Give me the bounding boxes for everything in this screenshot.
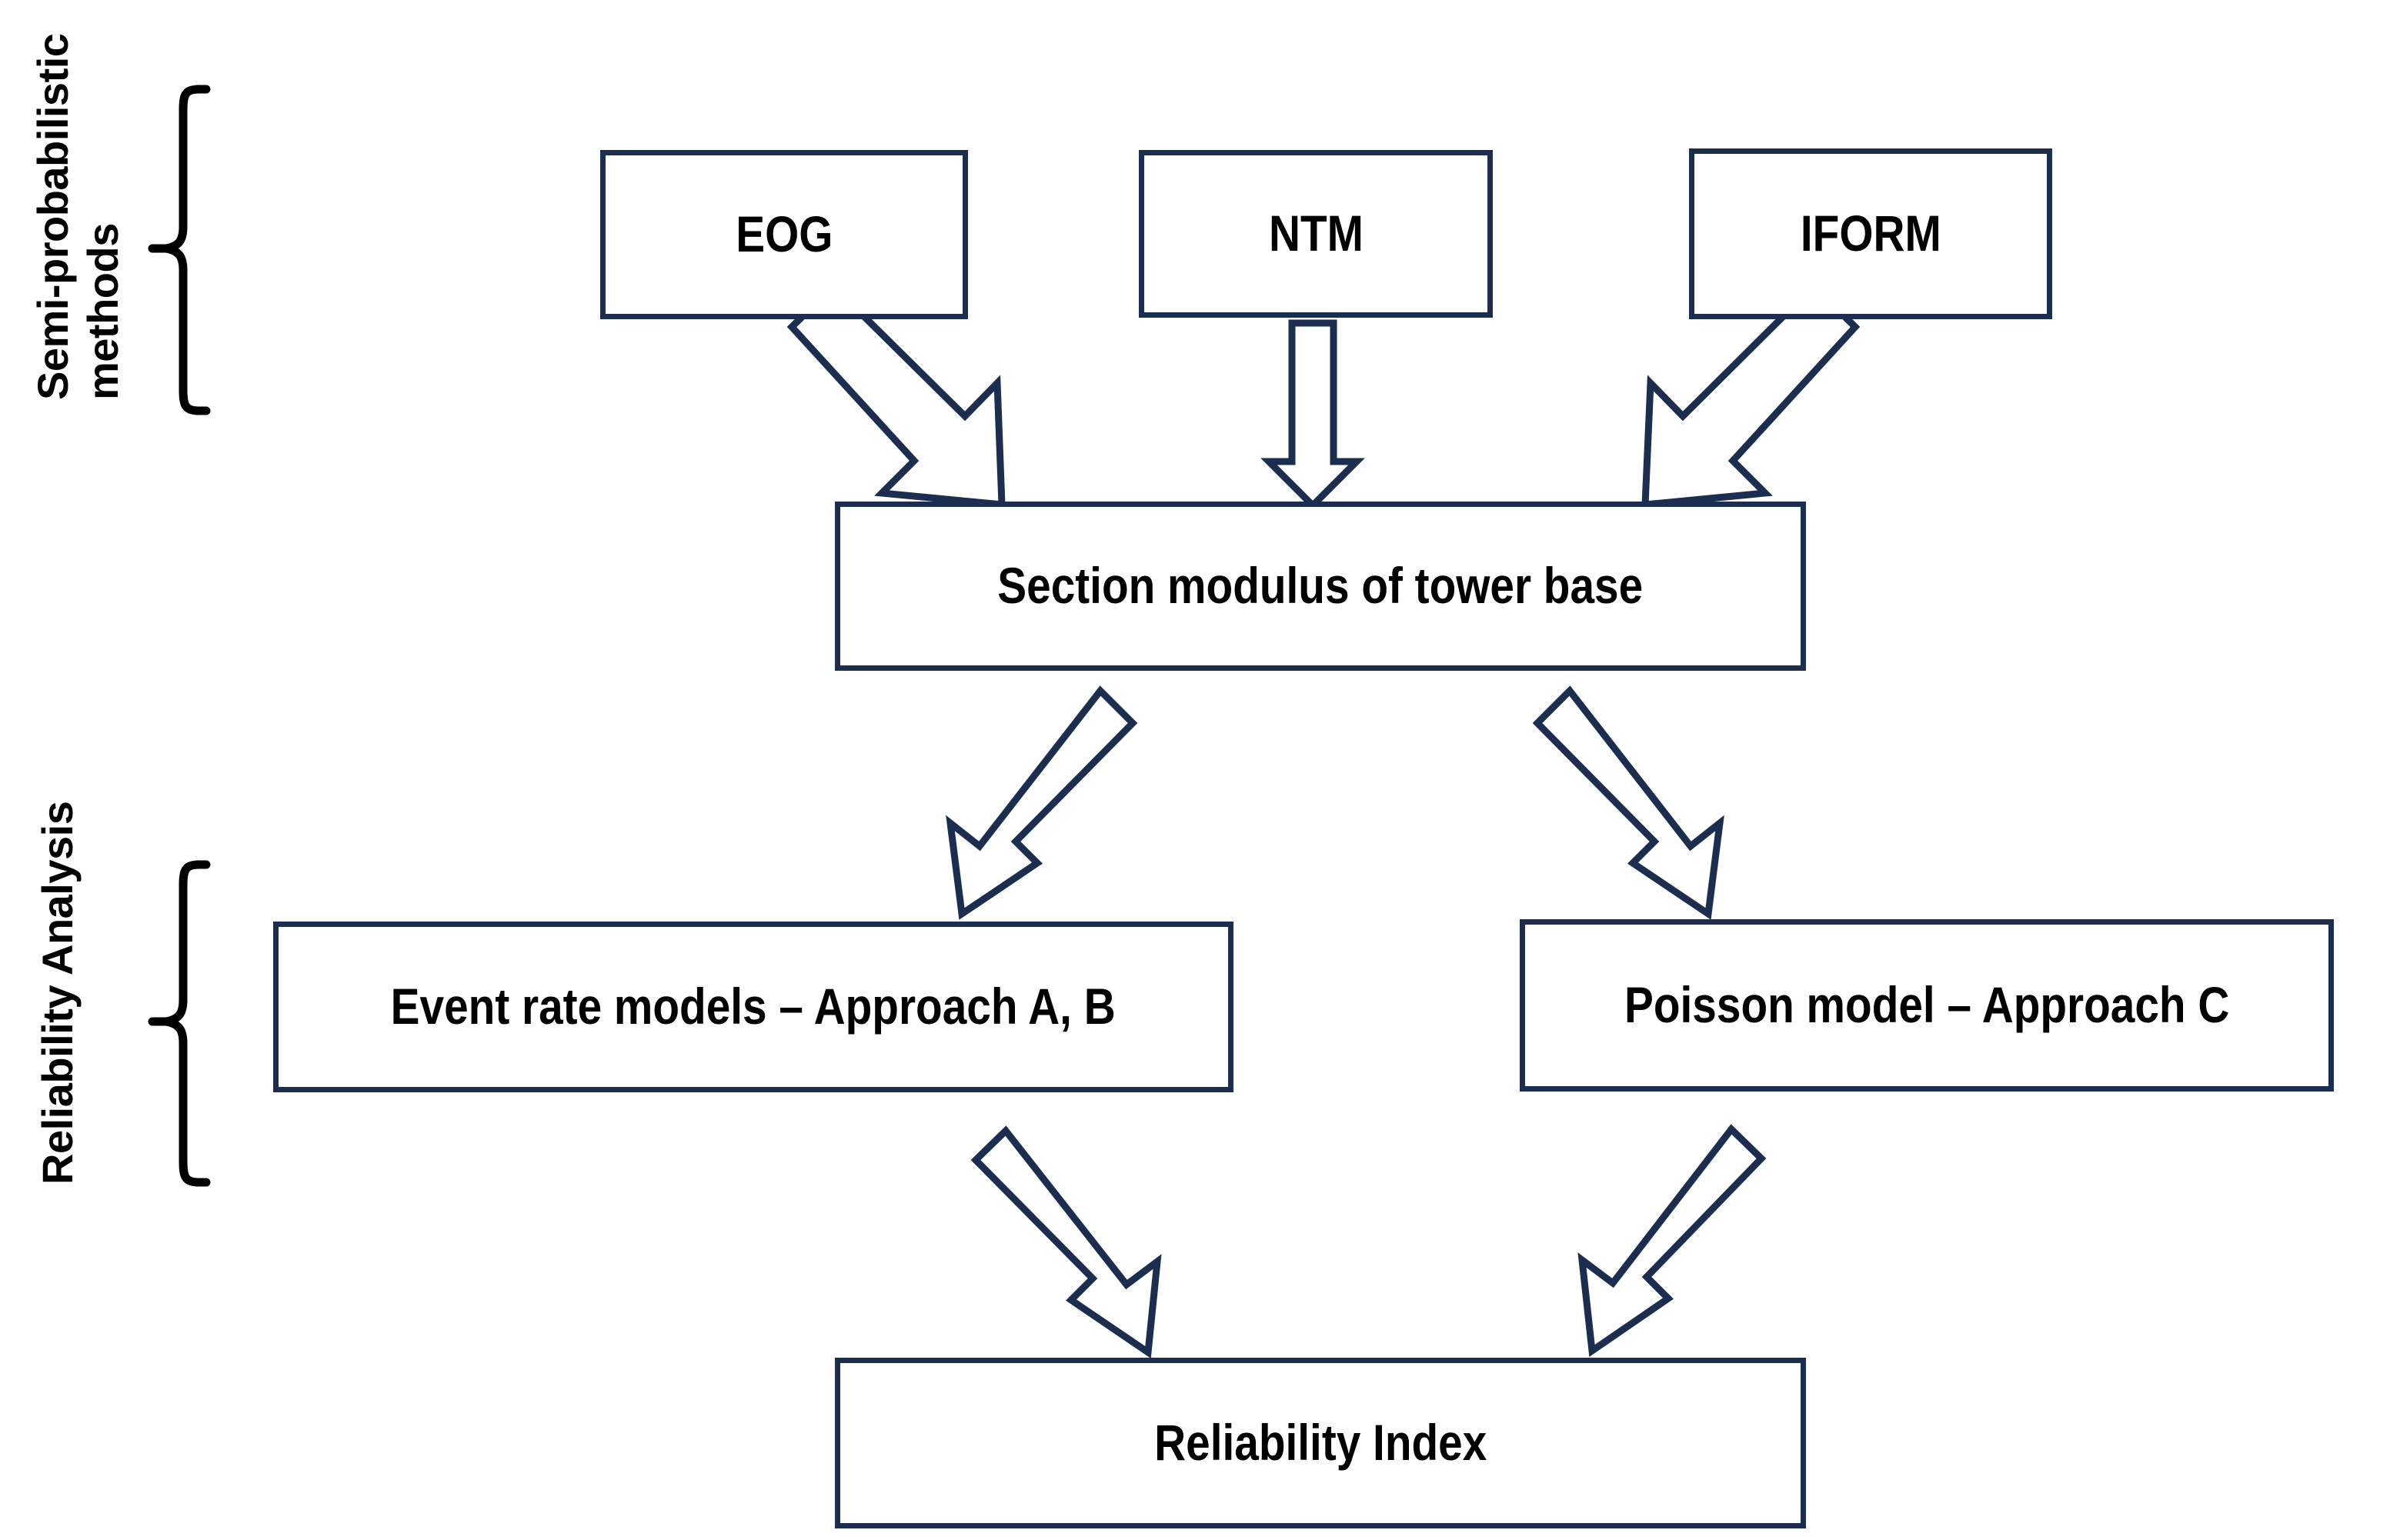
node-reliability-index[interactable]: Reliability Index: [835, 1358, 1806, 1528]
node-iform[interactable]: IFORM: [1689, 148, 2052, 319]
arrow-ntm-to-section-modulus: [1260, 319, 1365, 511]
node-ntm-label: NTM: [1268, 205, 1364, 262]
node-poisson-model-label: Poisson model – Approach C: [1624, 976, 2230, 1034]
node-poisson-model[interactable]: Poisson model – Approach C: [1520, 919, 2334, 1092]
node-section-modulus-label: Section modulus of tower base: [997, 557, 1644, 615]
group-label-reliability-analysis: Reliability Analysis: [32, 802, 82, 1185]
node-section-modulus[interactable]: Section modulus of tower base: [835, 502, 1806, 671]
arrow-event-rate-to-reliability-index: [970, 1125, 1162, 1358]
node-event-rate-models-label: Event rate models – Approach A, B: [390, 978, 1117, 1035]
brace-reliability-analysis: [148, 860, 211, 1187]
arrow-poisson-to-reliability-index: [1577, 1124, 1767, 1357]
group-label-line-2: methods: [78, 223, 127, 400]
node-event-rate-models[interactable]: Event rate models – Approach A, B: [273, 922, 1233, 1092]
group-label-line-1: Semi-probabilistic: [28, 33, 77, 400]
node-eog[interactable]: EOG: [600, 150, 968, 319]
group-label-semi-probabilistic: Semi-probabilistic methods: [28, 34, 128, 400]
arrow-section-modulus-to-poisson: [1532, 685, 1724, 920]
node-ntm[interactable]: NTM: [1139, 150, 1493, 318]
node-iform-label: IFORM: [1800, 205, 1941, 262]
brace-semi-probabilistic: [148, 85, 211, 415]
node-eog-label: EOG: [735, 205, 833, 263]
group-label-line-1: Reliability Analysis: [33, 801, 82, 1185]
arrow-section-modulus-to-event-rate: [946, 685, 1138, 920]
node-reliability-index-label: Reliability Index: [1153, 1414, 1487, 1472]
